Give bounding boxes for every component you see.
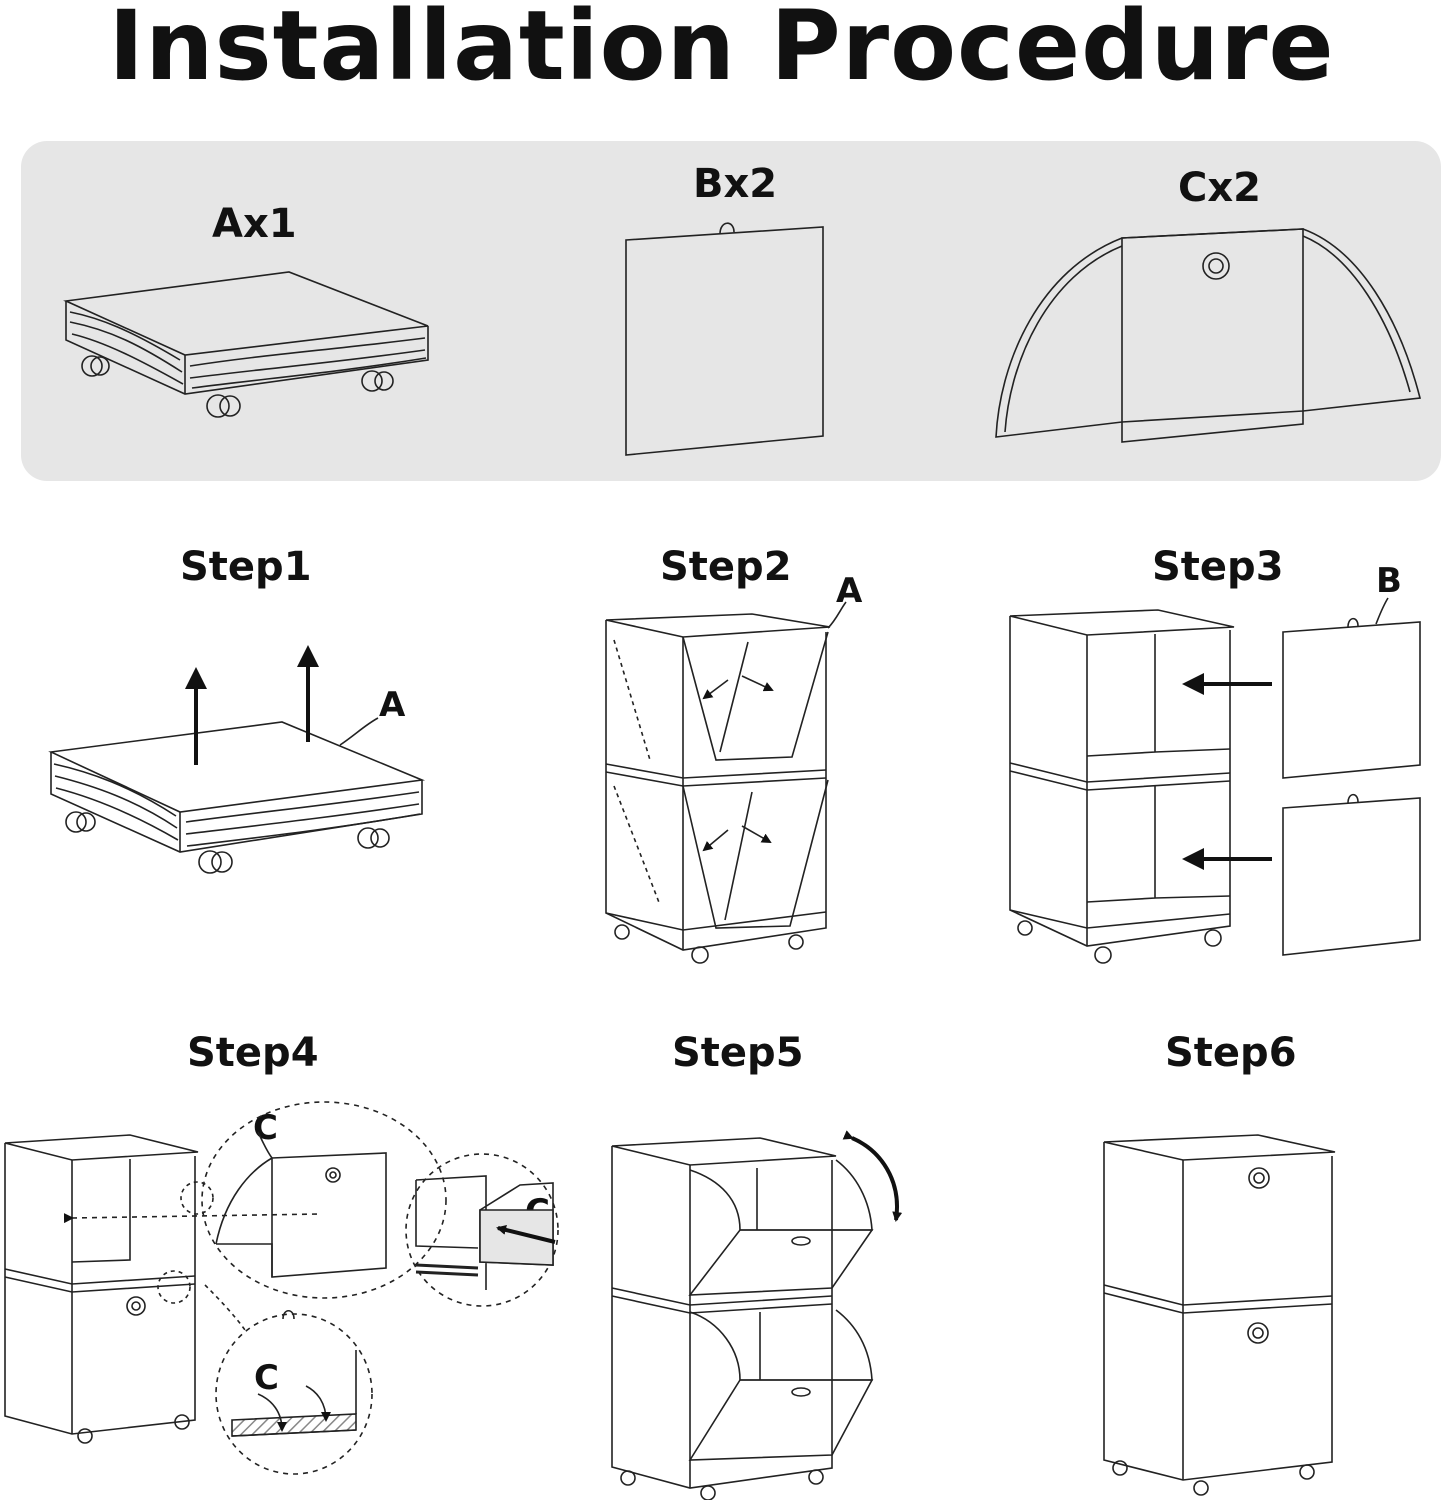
- step1-label: Step1: [180, 544, 312, 590]
- step1-callout-a: A: [379, 685, 406, 725]
- step4-illustration: [5, 1102, 558, 1474]
- part-a-base-icon: [66, 272, 428, 417]
- step5-label: Step5: [672, 1030, 804, 1076]
- step4-callout-c-top: C: [253, 1108, 278, 1148]
- step3-illustration: [1010, 598, 1420, 963]
- step4-label: Step4: [187, 1030, 319, 1076]
- part-label-c: Cx2: [1178, 165, 1261, 211]
- step2-label: Step2: [660, 544, 792, 590]
- step3-callout-b: B: [1376, 561, 1402, 601]
- part-label-a: Ax1: [212, 201, 297, 247]
- step6-illustration: [1104, 1135, 1335, 1495]
- step6-label: Step6: [1165, 1030, 1297, 1076]
- step5-illustration: [612, 1130, 903, 1500]
- part-b-panel-icon: [626, 223, 823, 455]
- step2-callout-a: A: [836, 571, 863, 611]
- step3-label: Step3: [1152, 544, 1284, 590]
- page-title: Installation Procedure: [108, 0, 1335, 102]
- part-c-bin-icon: [996, 229, 1420, 442]
- step2-illustration: [606, 602, 846, 963]
- step1-illustration: [51, 645, 422, 873]
- step4-callout-c-bottom: C: [254, 1358, 279, 1398]
- part-label-b: Bx2: [693, 161, 778, 207]
